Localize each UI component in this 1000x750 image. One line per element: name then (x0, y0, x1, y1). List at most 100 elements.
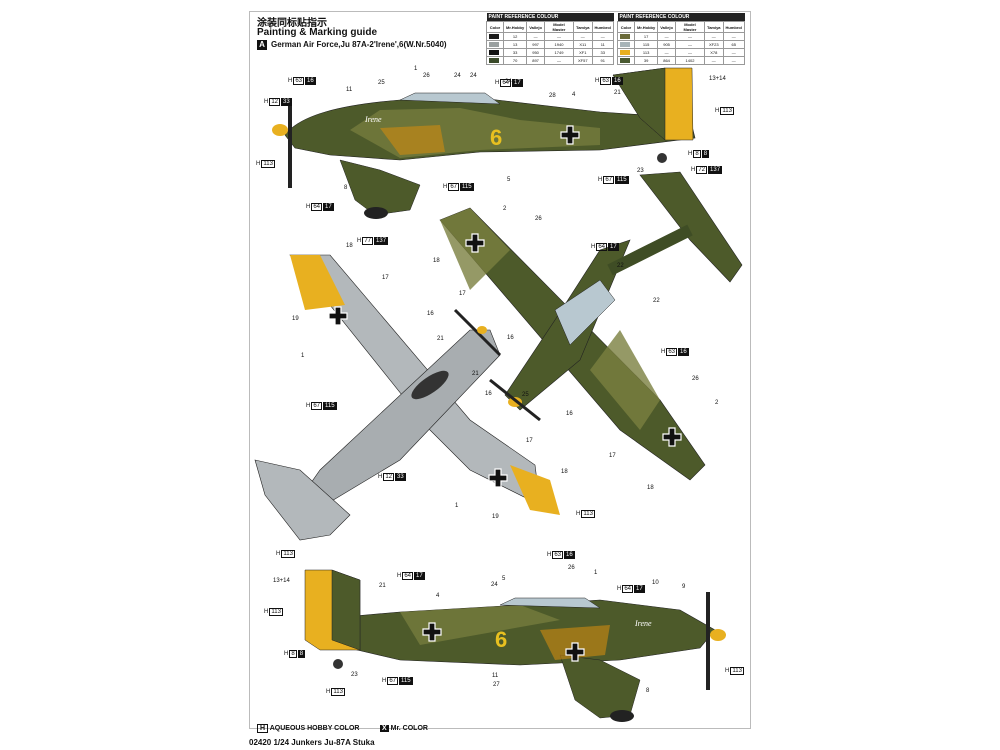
aircraft-name: Irene (364, 115, 382, 124)
callout: 2 (715, 400, 719, 406)
callout: 26 (568, 565, 575, 571)
callout: 1 (414, 66, 418, 72)
callout: 13+14 (709, 76, 726, 82)
callout: 22 (653, 298, 660, 304)
scheme-letter: A (257, 40, 267, 50)
callout: 25 (522, 392, 529, 398)
callout: 4 (572, 92, 576, 98)
callout: 1 (301, 353, 305, 359)
callout: 16 (507, 335, 514, 341)
paint-table-2: PAINT REFERENCE COLOUR Color Mr.Hobby Va… (617, 13, 746, 65)
callout: 24 (505, 79, 512, 85)
callout: 19 (292, 316, 299, 322)
fuselage-number-right: 6 (495, 627, 507, 652)
callout: 2 (503, 206, 507, 212)
callout: 5 (507, 177, 511, 183)
callout: 10 (652, 580, 659, 586)
callout: 8 (344, 185, 348, 191)
callout: 24 (454, 73, 461, 79)
callout: 1 (594, 570, 598, 576)
underside-view-aircraft (254, 254, 560, 541)
paint-table-1: PAINT REFERENCE COLOUR Color Mr.Hobby Va… (486, 13, 615, 65)
callout: 18 (433, 258, 440, 264)
callout: 26 (692, 376, 699, 382)
side-view-right-aircraft: 6 Irene (304, 569, 726, 722)
callout: 21 (379, 583, 386, 589)
callout: 17 (459, 291, 466, 297)
callout: 27 (493, 682, 500, 688)
title-cn: 涂装同标贴指示 (257, 18, 327, 29)
legend-mr-color: X Mr. COLOR (380, 725, 428, 732)
callout: 11 (492, 673, 499, 679)
callout: 23 (351, 672, 358, 678)
paint-table-heading: PAINT REFERENCE COLOUR (617, 13, 745, 22)
callout: 28 (549, 93, 556, 99)
callout: 21 (472, 371, 479, 377)
callout: 18 (647, 485, 654, 491)
callout: 24 (491, 582, 498, 588)
callout: 16 (427, 311, 434, 317)
callout: 19 (492, 514, 499, 520)
callout: 13+14 (273, 578, 290, 584)
callout: 21 (614, 90, 621, 96)
callout: 22 (617, 263, 624, 269)
fuselage-number: 6 (490, 125, 502, 150)
topdown-view-aircraft (439, 171, 743, 481)
callout: 21 (437, 336, 444, 342)
callout: 17 (609, 453, 616, 459)
callout: 18 (346, 243, 353, 249)
scheme-description: German Air Force,Ju 87A-2'Irene',6(W.Nr.… (271, 40, 447, 49)
callout: 1 (455, 503, 459, 509)
callout: 8 (646, 688, 650, 694)
aircraft-name-right: Irene (634, 619, 652, 628)
callout: 5 (502, 576, 506, 582)
callout: 9 (682, 584, 686, 590)
callout: 25 (378, 80, 385, 86)
footer-caption: 02420 1/24 Junkers Ju-87A Stuka (249, 738, 375, 747)
side-view-left-aircraft: 6 Irene (272, 67, 696, 219)
callout: 26 (535, 216, 542, 222)
legend-aqueous: H AQUEOUS HOBBY COLOR (257, 724, 359, 733)
callout: 24 (470, 73, 477, 79)
page-title: Painting & Marking guide (257, 27, 378, 38)
callout: 4 (436, 593, 440, 599)
callout: 11 (346, 87, 353, 93)
paint-table-heading: PAINT REFERENCE COLOUR (486, 13, 614, 22)
callout: 16 (566, 411, 573, 417)
callout: 16 (485, 391, 492, 397)
callout: 17 (526, 438, 533, 444)
callout: 23 (637, 168, 644, 174)
callout: 18 (561, 469, 568, 475)
callout: 17 (382, 275, 389, 281)
callout: 26 (423, 73, 430, 79)
